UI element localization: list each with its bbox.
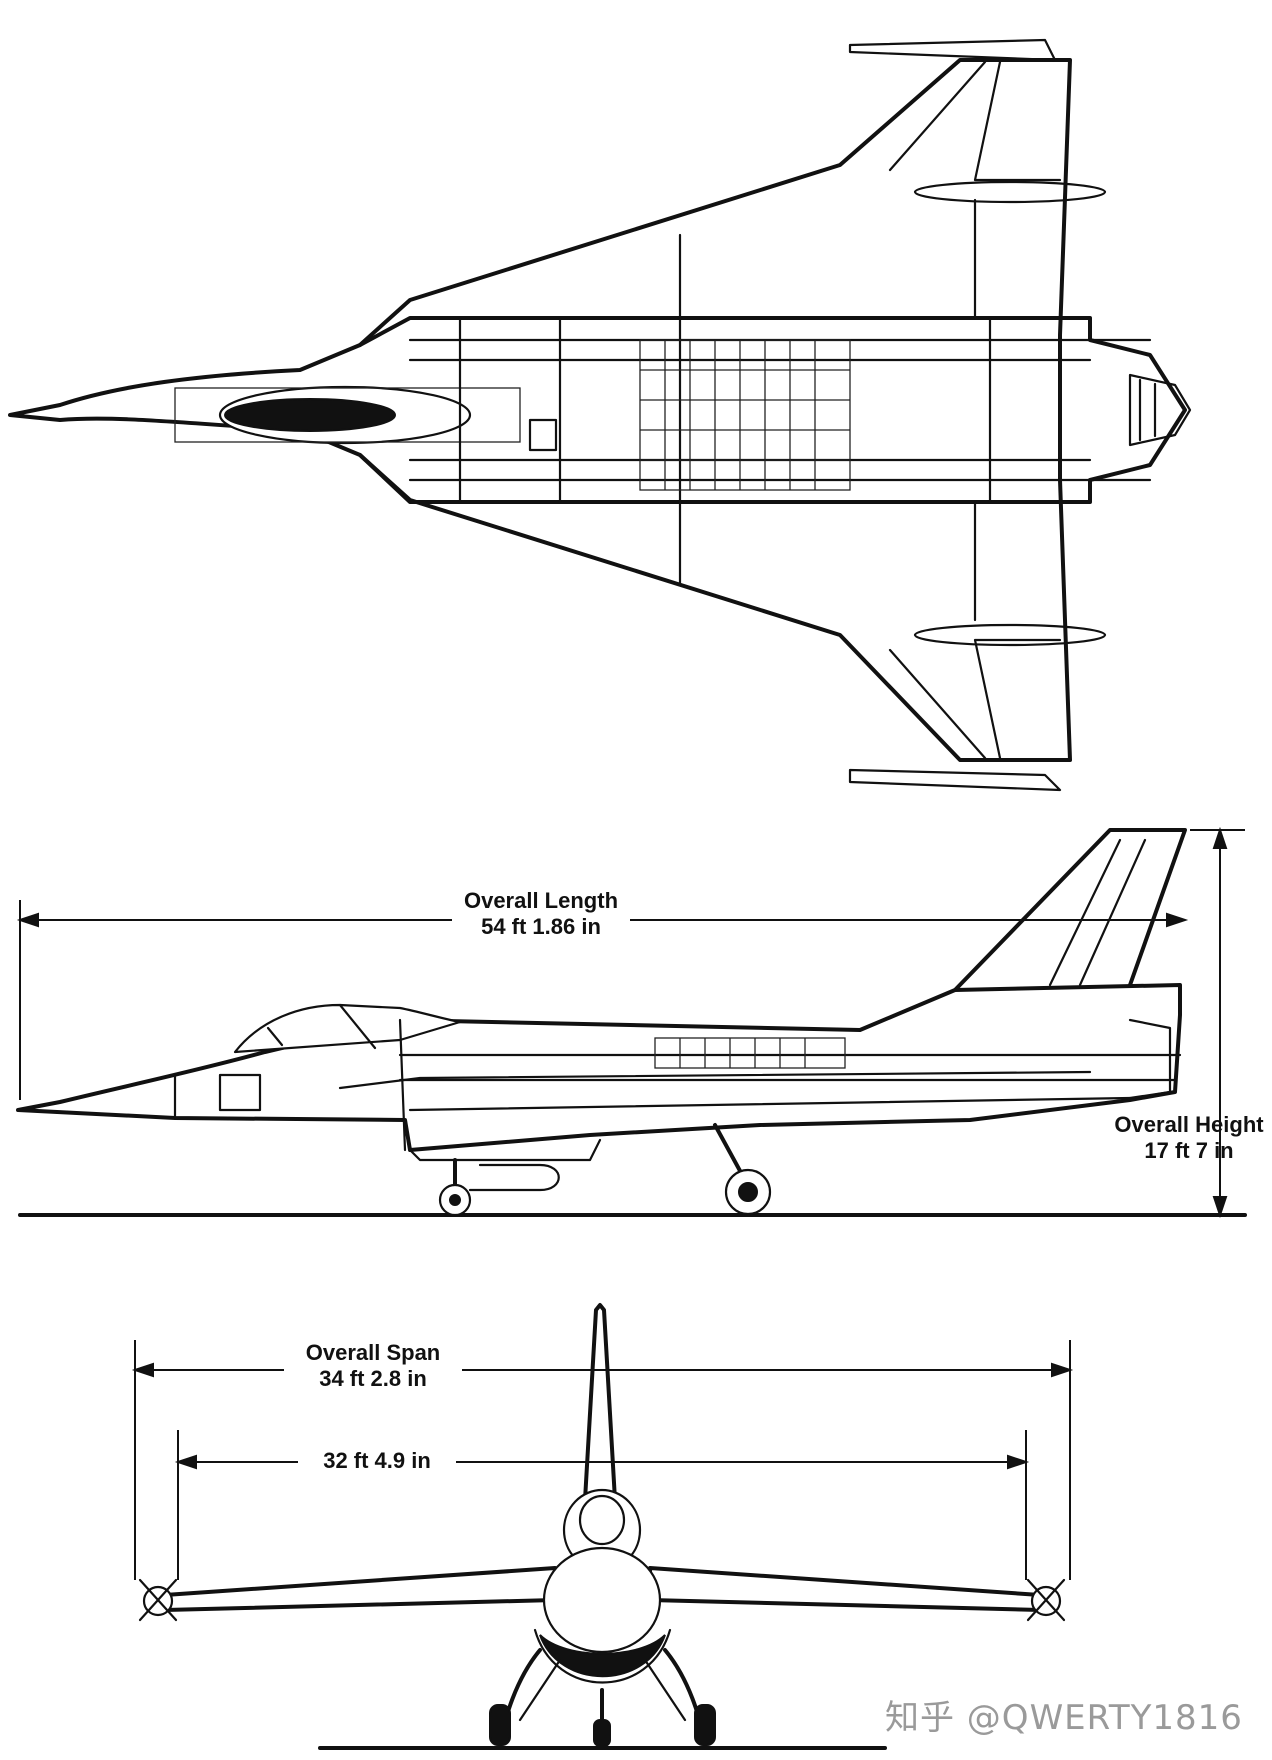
watermark: 知乎 @QWERTY1816 (885, 1698, 1243, 1738)
overall-length-value: 54 ft 1.86 in (481, 914, 601, 939)
top-view (8, 38, 1192, 792)
side-view (16, 826, 1247, 1219)
overall-length-title: Overall Length (463, 888, 619, 913)
overall-height-value: 17 ft 7 in (1144, 1138, 1234, 1163)
inner-span-label: 32 ft 4.9 in (298, 1448, 456, 1474)
overall-height-title: Overall Height (1114, 1112, 1264, 1137)
inner-span-value: 32 ft 4.9 in (323, 1448, 431, 1473)
overall-height-label: Overall Height 17 ft 7 in (1105, 1112, 1272, 1164)
overall-span-title: Overall Span (305, 1340, 441, 1365)
overall-span-value: 34 ft 2.8 in (319, 1366, 427, 1391)
overall-length-label: Overall Length 54 ft 1.86 in (452, 888, 630, 940)
overall-span-label: Overall Span 34 ft 2.8 in (284, 1340, 462, 1392)
front-view (131, 1303, 1074, 1750)
